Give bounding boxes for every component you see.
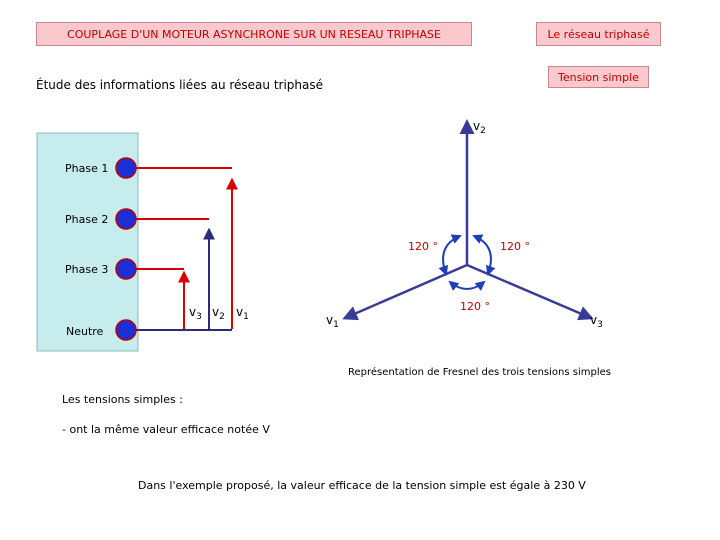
phase-2-label: Phase 2 xyxy=(65,213,108,226)
fresnel-v1-label: v1 xyxy=(326,313,339,330)
fresnel-v3-sub: 3 xyxy=(597,320,603,330)
node-phase-2[interactable] xyxy=(115,208,137,230)
fresnel-caption: Représentation de Fresnel des trois tens… xyxy=(348,367,611,378)
v3-sub: 3 xyxy=(196,312,202,322)
title-box: COUPLAGE D'UN MOTEUR ASYNCHRONE SUR UN R… xyxy=(36,22,472,46)
network-label: Le réseau triphasé xyxy=(547,27,650,41)
angle-arc-right xyxy=(472,234,496,276)
neutral-label: Neutre xyxy=(66,325,104,338)
fresnel-v2-label: v2 xyxy=(473,119,486,136)
intro-text: Étude des informations liées au réseau t… xyxy=(36,78,324,92)
fresnel-v1-sub: 1 xyxy=(333,320,339,330)
notes-heading: Les tensions simples : xyxy=(62,393,183,406)
fresnel-v3-label: v3 xyxy=(590,313,603,330)
section-box[interactable]: Tension simple xyxy=(548,66,649,88)
v1-sub: 1 xyxy=(243,312,249,322)
angle-label-left: 120 ° xyxy=(408,240,438,253)
fresnel-vector-v1 xyxy=(342,263,468,321)
v2-sub: 2 xyxy=(219,312,225,322)
v3-label: v3 xyxy=(189,305,202,322)
v1-label: v1 xyxy=(236,305,249,322)
angle-label-right: 120 ° xyxy=(500,240,530,253)
angle-arc-left xyxy=(438,234,462,276)
phase-1-label: Phase 1 xyxy=(65,162,108,175)
fresnel-v2-main: v xyxy=(473,119,480,133)
node-phase-1[interactable] xyxy=(115,157,137,179)
network-box[interactable]: Le réseau triphasé xyxy=(536,22,661,46)
v1-main: v xyxy=(236,305,243,319)
v3-main: v xyxy=(189,305,196,319)
phase-3-label: Phase 3 xyxy=(65,263,108,276)
angle-label-bottom: 120 ° xyxy=(460,300,490,313)
fresnel-v2-sub: 2 xyxy=(480,126,486,136)
node-phase-3[interactable] xyxy=(115,258,137,280)
notes-item-1: - ont la même valeur efficace notée V xyxy=(62,423,270,436)
node-neutral[interactable] xyxy=(115,319,137,341)
angle-arc-bottom xyxy=(448,280,486,291)
fresnel-v3-main: v xyxy=(590,313,597,327)
notes-conclusion: Dans l'exemple proposé, la valeur effica… xyxy=(138,479,586,492)
section-label: Tension simple xyxy=(558,70,639,84)
v2-main: v xyxy=(212,305,219,319)
page-title: COUPLAGE D'UN MOTEUR ASYNCHRONE SUR UN R… xyxy=(67,27,441,41)
v2-label: v2 xyxy=(212,305,225,322)
fresnel-v1-main: v xyxy=(326,313,333,327)
